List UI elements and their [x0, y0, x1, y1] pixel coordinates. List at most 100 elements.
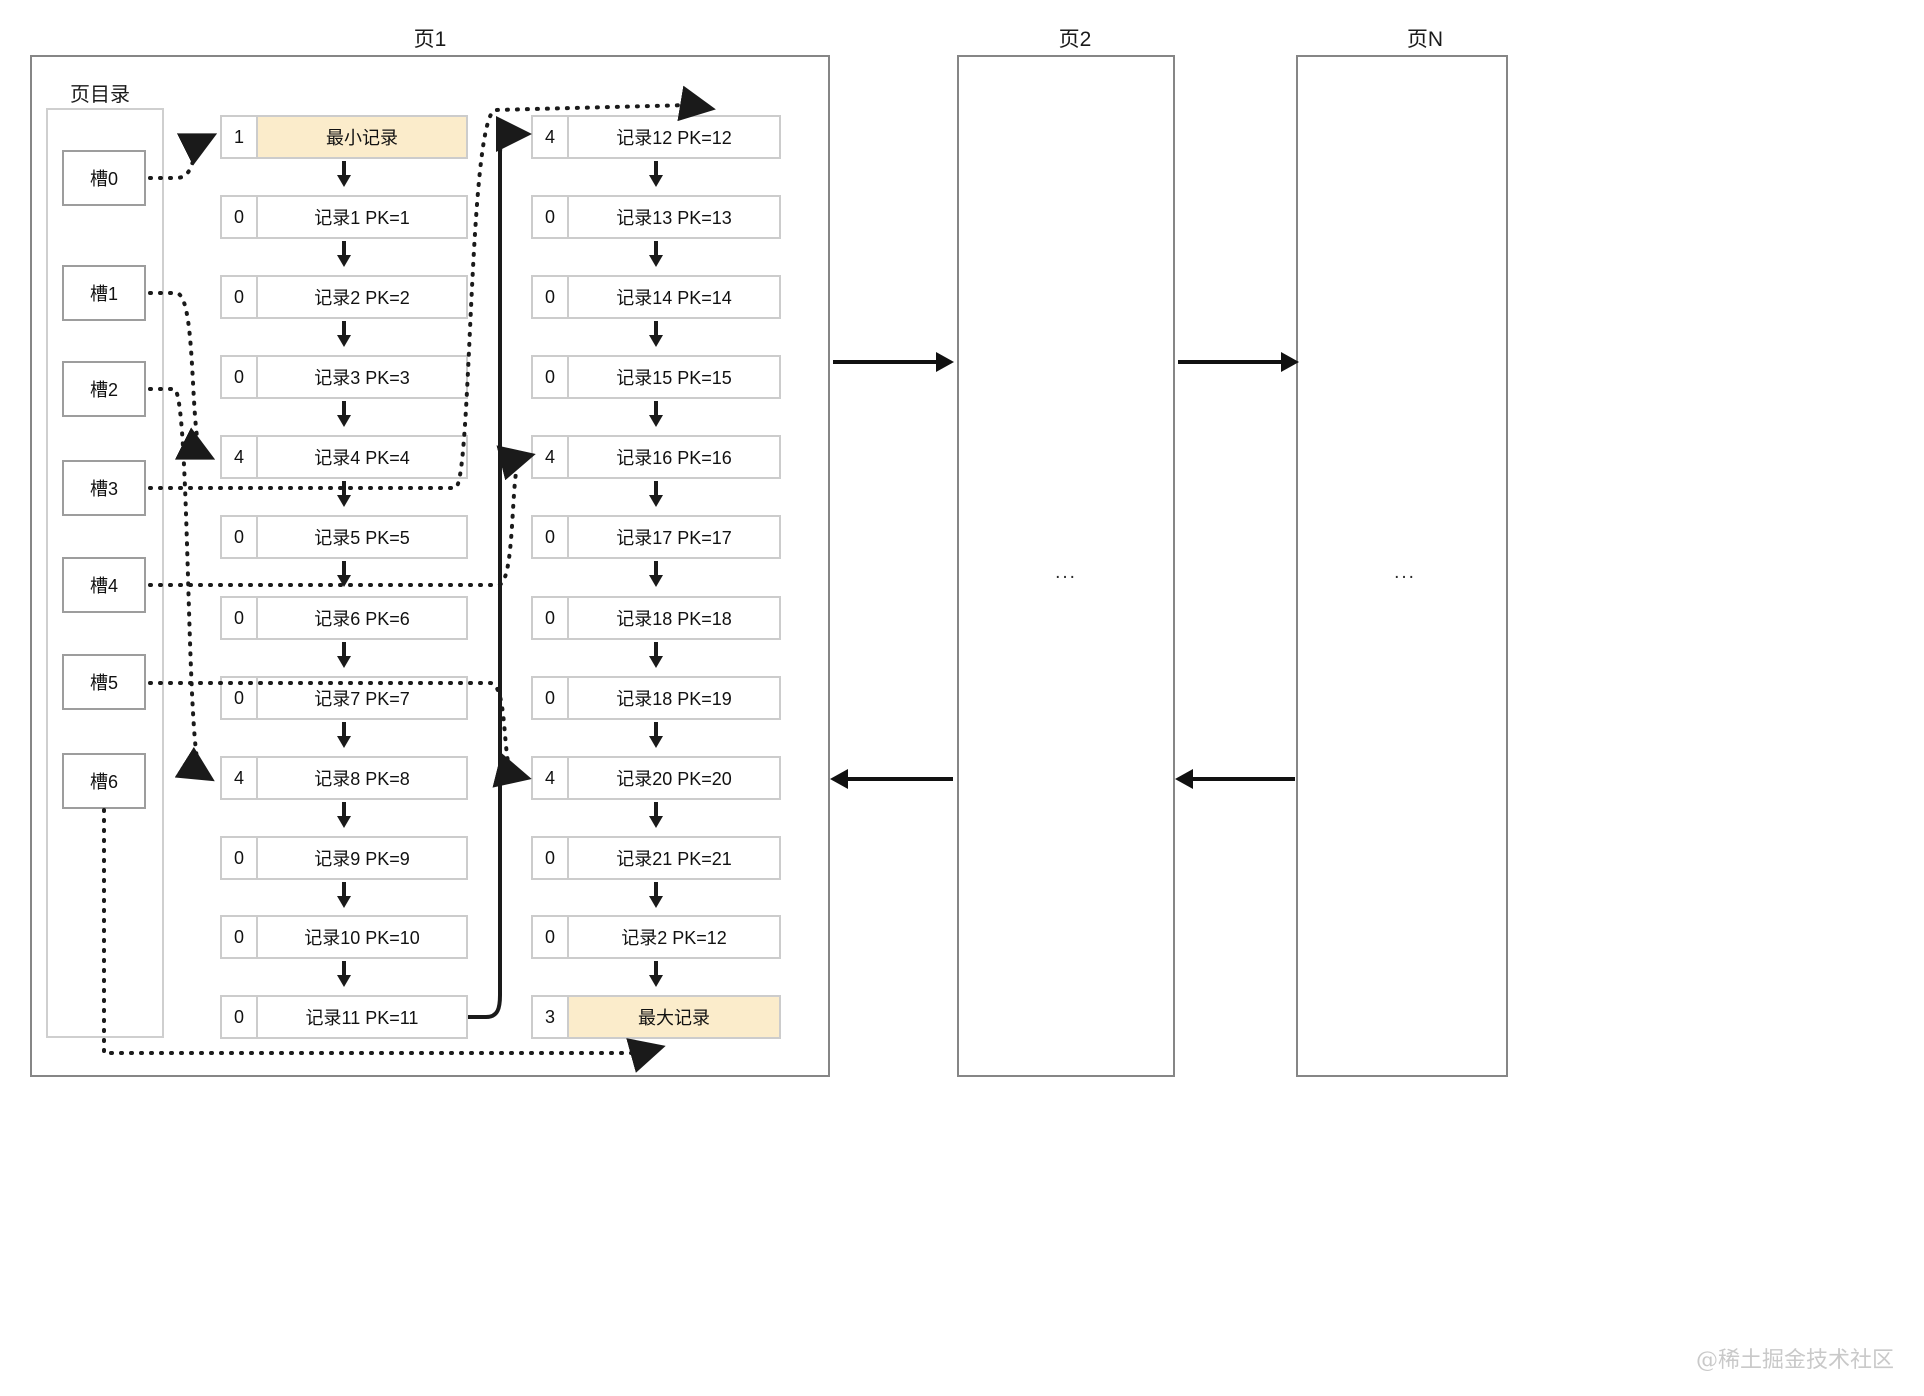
- record-label: 记录10 PK=10: [258, 915, 468, 959]
- record-label: 记录15 PK=15: [569, 355, 781, 399]
- next-record-arrow-icon: [337, 561, 351, 587]
- record-row[interactable]: 0 记录9 PK=9: [220, 836, 468, 880]
- record-row[interactable]: 0 记录2 PK=12: [531, 915, 781, 959]
- next-record-arrow-icon: [337, 642, 351, 668]
- record-row[interactable]: 0 记录7 PK=7: [220, 676, 468, 720]
- next-record-arrow-icon: [337, 401, 351, 427]
- record-slot-count: 0: [531, 355, 569, 399]
- slot-6[interactable]: 槽6: [62, 753, 146, 809]
- page2-to-pageN-arrow-icon: [1281, 352, 1299, 372]
- record-slot-count: 0: [531, 275, 569, 319]
- record-label: 记录14 PK=14: [569, 275, 781, 319]
- record-row[interactable]: 0 记录6 PK=6: [220, 596, 468, 640]
- record-label: 记录8 PK=8: [258, 756, 468, 800]
- record-slot-count: 4: [531, 435, 569, 479]
- pageN-frame: [1296, 55, 1508, 1077]
- record-row[interactable]: 0 记录15 PK=15: [531, 355, 781, 399]
- record-slot-count: 4: [531, 756, 569, 800]
- next-record-arrow-icon: [649, 321, 663, 347]
- page1-to-page2-arrow-icon: [936, 352, 954, 372]
- slot-0[interactable]: 槽0: [62, 150, 146, 206]
- next-record-arrow-icon: [649, 642, 663, 668]
- record-slot-count: 1: [220, 115, 258, 159]
- record-slot-count: 4: [531, 115, 569, 159]
- next-record-arrow-icon: [649, 161, 663, 187]
- record-label: 记录6 PK=6: [258, 596, 468, 640]
- next-record-arrow-icon: [649, 561, 663, 587]
- record-row[interactable]: 0 记录3 PK=3: [220, 355, 468, 399]
- record-slot-count: 4: [220, 756, 258, 800]
- slot-1[interactable]: 槽1: [62, 265, 146, 321]
- record-slot-count: 4: [220, 435, 258, 479]
- pageN-to-page2-arrow-icon: [1175, 769, 1193, 789]
- record-slot-count: 0: [220, 596, 258, 640]
- page-title-page2: 页2: [1058, 28, 1092, 51]
- slot-2[interactable]: 槽2: [62, 361, 146, 417]
- record-slot-count: 0: [531, 676, 569, 720]
- next-record-arrow-icon: [649, 722, 663, 748]
- next-record-arrow-icon: [649, 802, 663, 828]
- record-row[interactable]: 0 记录11 PK=11: [220, 995, 468, 1039]
- record-row[interactable]: 1 最小记录: [220, 115, 468, 159]
- record-label: 记录11 PK=11: [258, 995, 468, 1039]
- next-record-arrow-icon: [649, 882, 663, 908]
- record-row[interactable]: 4 记录8 PK=8: [220, 756, 468, 800]
- page-directory-label: 页目录: [70, 84, 130, 106]
- record-slot-count: 0: [531, 195, 569, 239]
- record-row[interactable]: 0 记录18 PK=18: [531, 596, 781, 640]
- record-row[interactable]: 0 记录17 PK=17: [531, 515, 781, 559]
- record-row[interactable]: 0 记录10 PK=10: [220, 915, 468, 959]
- record-slot-count: 0: [220, 995, 258, 1039]
- record-row[interactable]: 0 记录2 PK=2: [220, 275, 468, 319]
- record-row[interactable]: 0 记录21 PK=21: [531, 836, 781, 880]
- record-row[interactable]: 0 记录14 PK=14: [531, 275, 781, 319]
- record-slot-count: 0: [531, 515, 569, 559]
- page2-to-page1-line: [848, 777, 953, 781]
- page-title-page1: 页1: [413, 28, 447, 51]
- next-record-arrow-icon: [649, 401, 663, 427]
- record-label: 最大记录: [569, 995, 781, 1039]
- page2-frame: [957, 55, 1175, 1077]
- next-record-arrow-icon: [337, 321, 351, 347]
- record-slot-count: 0: [220, 195, 258, 239]
- record-row[interactable]: 0 记录1 PK=1: [220, 195, 468, 239]
- record-label: 记录21 PK=21: [569, 836, 781, 880]
- record-row[interactable]: 4 记录12 PK=12: [531, 115, 781, 159]
- record-row[interactable]: 0 记录18 PK=19: [531, 676, 781, 720]
- record-label: 记录4 PK=4: [258, 435, 468, 479]
- record-slot-count: 0: [220, 355, 258, 399]
- page2-to-pageN-line: [1178, 360, 1283, 364]
- record-row[interactable]: 0 记录13 PK=13: [531, 195, 781, 239]
- record-row[interactable]: 4 记录16 PK=16: [531, 435, 781, 479]
- next-record-arrow-icon: [649, 961, 663, 987]
- record-slot-count: 3: [531, 995, 569, 1039]
- record-row[interactable]: 0 记录5 PK=5: [220, 515, 468, 559]
- slot-3[interactable]: 槽3: [62, 460, 146, 516]
- record-label: 记录2 PK=12: [569, 915, 781, 959]
- record-label: 记录9 PK=9: [258, 836, 468, 880]
- next-record-arrow-icon: [337, 882, 351, 908]
- next-record-arrow-icon: [337, 481, 351, 507]
- record-row[interactable]: 4 记录4 PK=4: [220, 435, 468, 479]
- record-slot-count: 0: [531, 836, 569, 880]
- record-slot-count: 0: [220, 915, 258, 959]
- page1-to-page2-line: [833, 360, 938, 364]
- record-label: 记录2 PK=2: [258, 275, 468, 319]
- page-title-pageN: 页N: [1406, 28, 1444, 51]
- record-slot-count: 0: [531, 596, 569, 640]
- record-label: 记录7 PK=7: [258, 676, 468, 720]
- next-record-arrow-icon: [649, 241, 663, 267]
- slot-5[interactable]: 槽5: [62, 654, 146, 710]
- record-label: 记录18 PK=18: [569, 596, 781, 640]
- record-row[interactable]: 4 记录20 PK=20: [531, 756, 781, 800]
- next-record-arrow-icon: [337, 722, 351, 748]
- record-label: 记录1 PK=1: [258, 195, 468, 239]
- record-label: 记录18 PK=19: [569, 676, 781, 720]
- record-slot-count: 0: [220, 515, 258, 559]
- slot-4[interactable]: 槽4: [62, 557, 146, 613]
- record-slot-count: 0: [531, 915, 569, 959]
- watermark: @稀土掘金技术社区: [1695, 1348, 1894, 1373]
- next-record-arrow-icon: [337, 802, 351, 828]
- record-row[interactable]: 3 最大记录: [531, 995, 781, 1039]
